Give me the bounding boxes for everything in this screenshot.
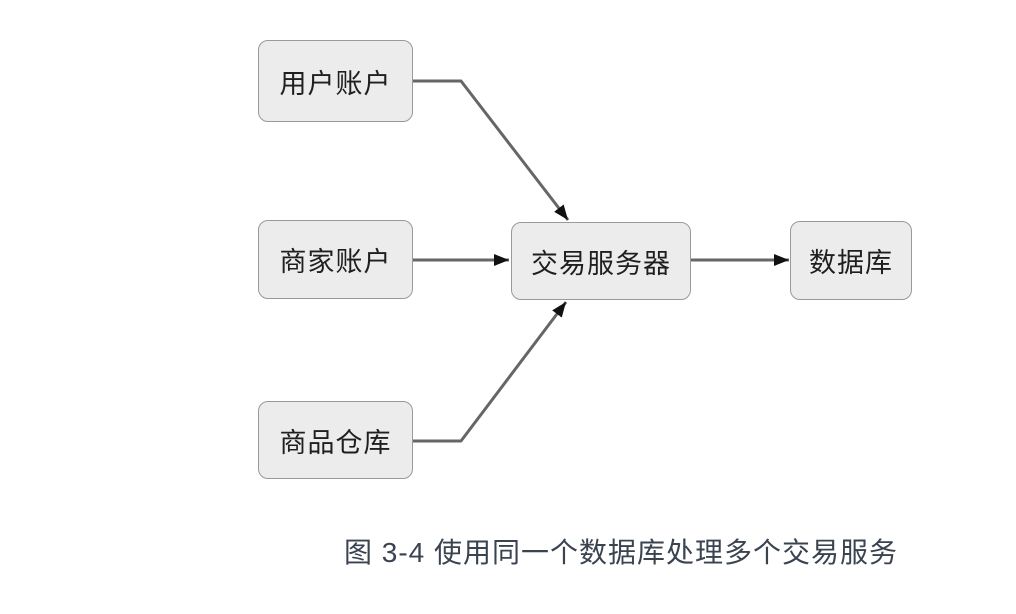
node-user-account: 用户账户 <box>258 40 413 122</box>
node-product-warehouse-label: 商品仓库 <box>279 427 392 458</box>
edge-user-account-to-transaction-server <box>413 79 570 221</box>
figure-caption: 图 3-4 使用同一个数据库处理多个交易服务 <box>343 537 899 568</box>
node-database: 数据库 <box>790 221 912 300</box>
node-user-account-label: 用户账户 <box>279 68 392 99</box>
node-merchant-account-label: 商家账户 <box>279 247 392 277</box>
edge-product-warehouse-to-transaction-server <box>413 301 568 443</box>
node-product-warehouse: 商品仓库 <box>258 401 413 479</box>
node-transaction-server-label: 交易服务器 <box>531 248 671 279</box>
node-merchant-account: 商家账户 <box>258 220 413 299</box>
node-database-label: 数据库 <box>809 248 893 278</box>
node-transaction-server: 交易服务器 <box>511 222 691 300</box>
